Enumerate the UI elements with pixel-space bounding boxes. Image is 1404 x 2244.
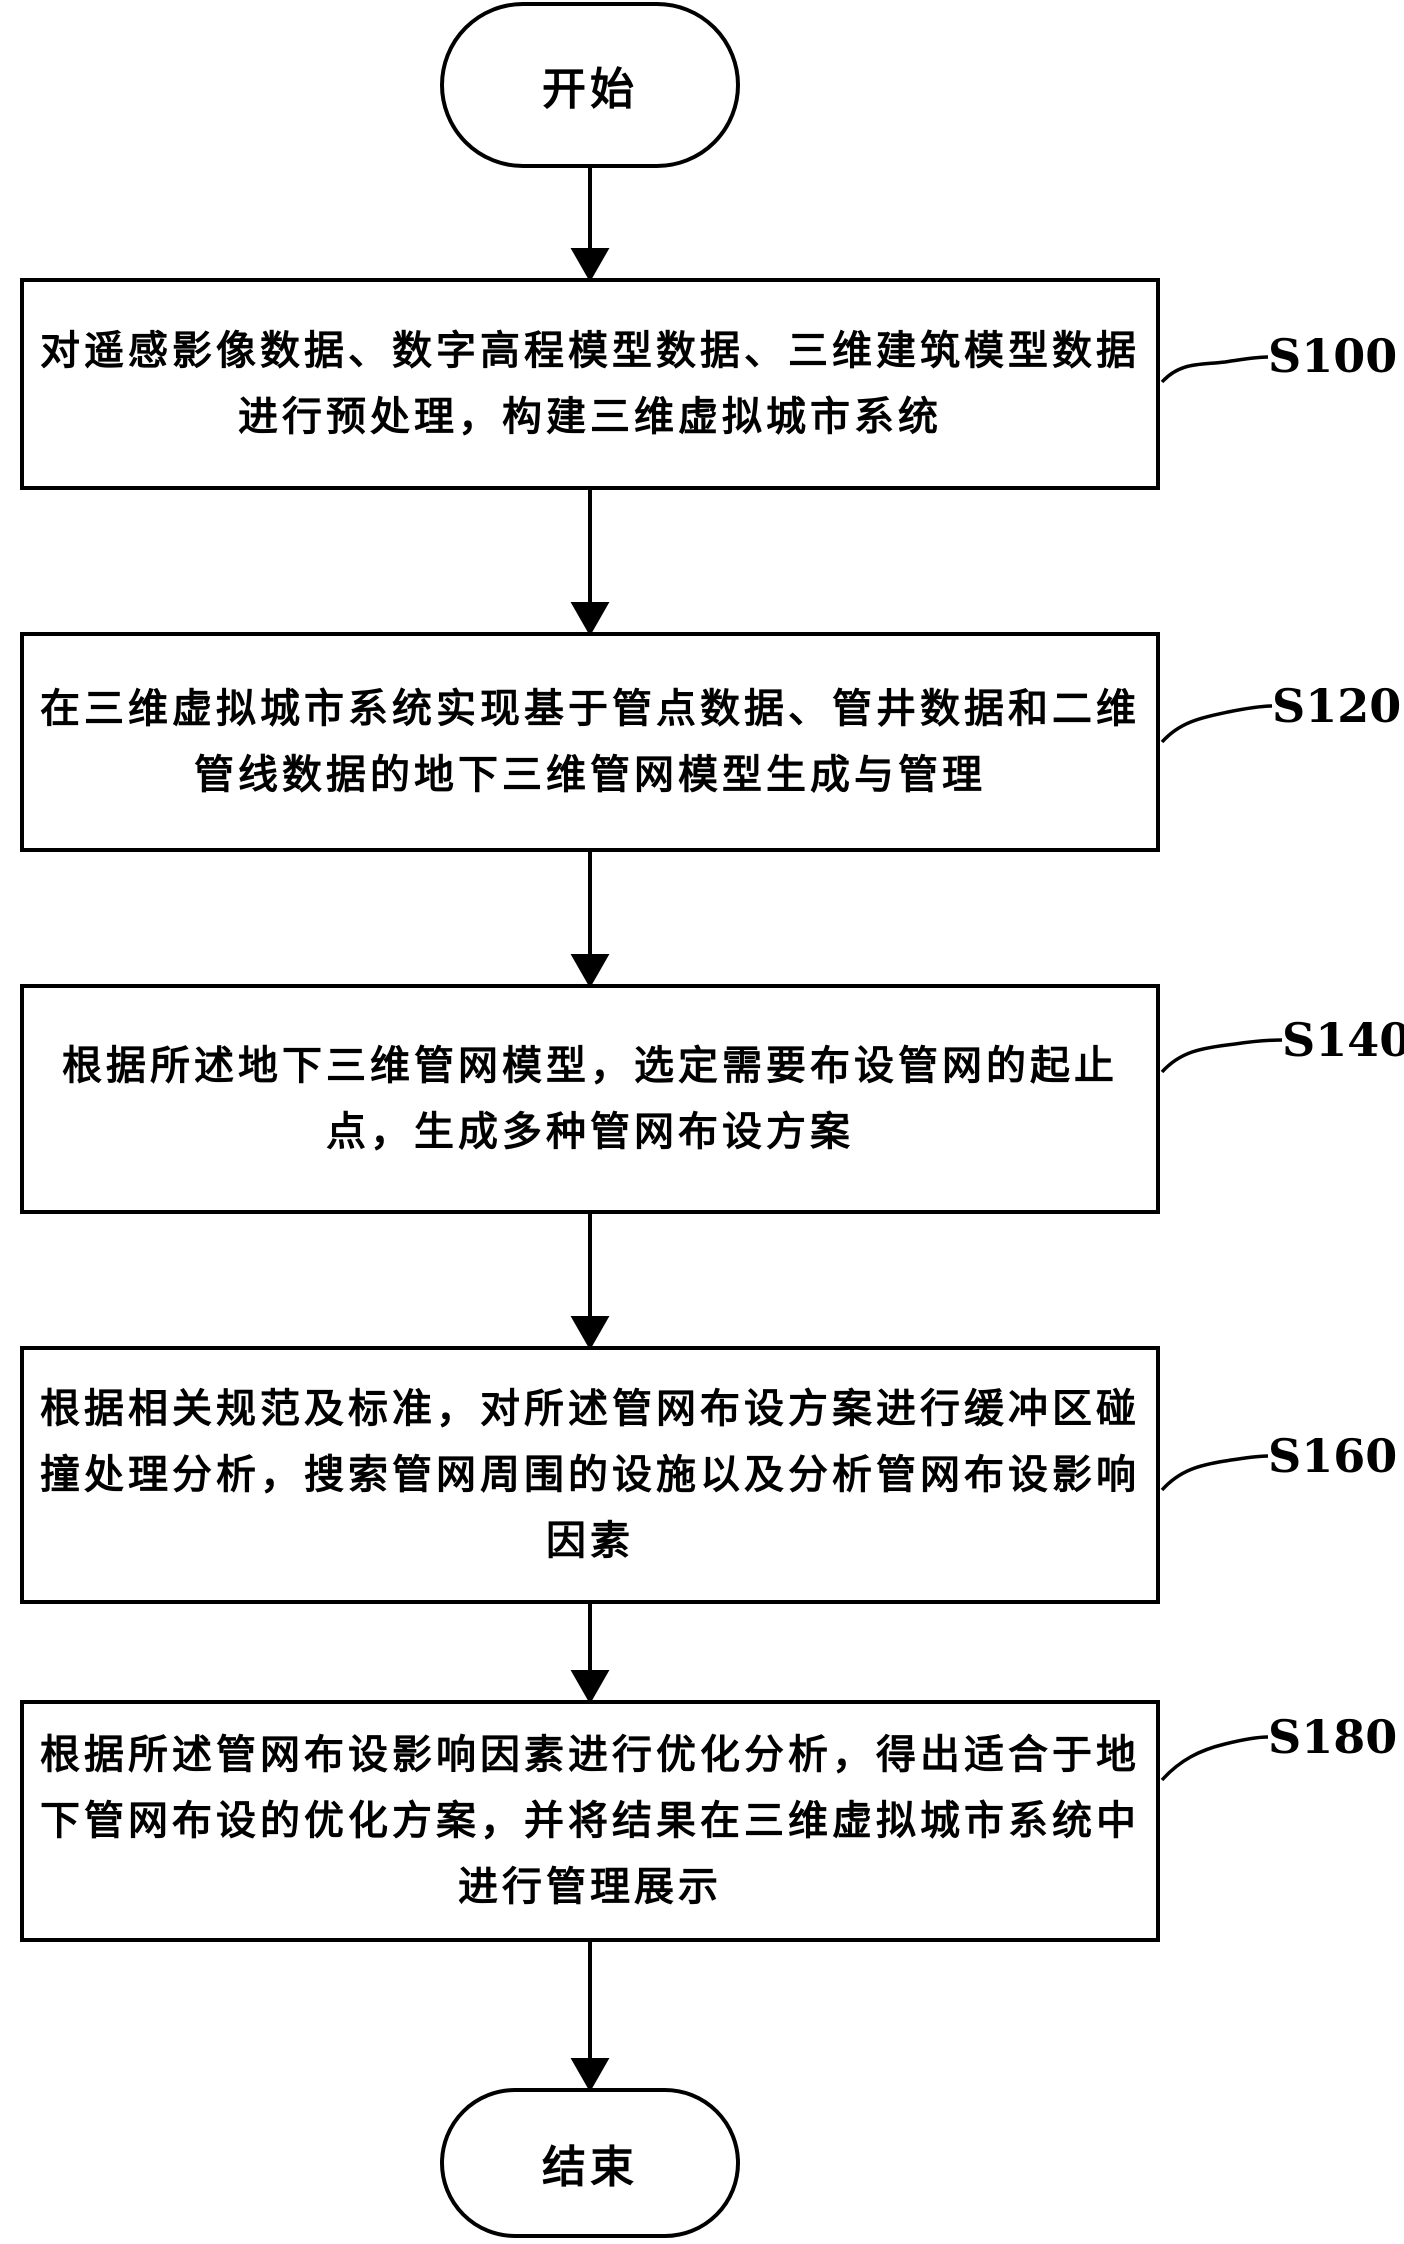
flow-arrows [570, 168, 610, 2093]
step-text-s160: 根据相关规范及标准，对所述管网布设方案进行缓冲区碰撞处理分析，搜索管网周围的设施… [40, 1386, 1140, 1564]
step-label-s100: S100 [1268, 329, 1398, 383]
leader-line-s140 [1160, 1038, 1283, 1074]
step-box-s100: 对遥感影像数据、数字高程模型数据、三维建筑模型数据进行预处理，构建三维虚拟城市系… [20, 278, 1160, 490]
step-label-s180: S180 [1268, 1710, 1398, 1764]
end-label: 结束 [542, 2142, 638, 2193]
start-terminal: 开始 [440, 2, 740, 168]
step-text-s140: 根据所述地下三维管网模型，选定需要布设管网的起止点，生成多种管网布设方案 [62, 1043, 1118, 1155]
end-terminal: 结束 [440, 2088, 740, 2238]
step-box-s160: 根据相关规范及标准，对所述管网布设方案进行缓冲区碰撞处理分析，搜索管网周围的设施… [20, 1346, 1160, 1604]
leader-line-s100 [1160, 355, 1269, 384]
arrowhead-icon [570, 602, 610, 637]
leader-line-s180 [1160, 1735, 1269, 1782]
label-leaders [1160, 355, 1283, 1782]
leader-line-s120 [1160, 704, 1273, 744]
arrowhead-icon [570, 1670, 610, 1705]
step-text-s100: 对遥感影像数据、数字高程模型数据、三维建筑模型数据进行预处理，构建三维虚拟城市系… [40, 328, 1140, 440]
step-text-s180: 根据所述管网布设影响因素进行优化分析，得出适合于地下管网布设的优化方案，并将结果… [40, 1732, 1140, 1910]
step-box-s140: 根据所述地下三维管网模型，选定需要布设管网的起止点，生成多种管网布设方案 [20, 984, 1160, 1214]
start-label: 开始 [542, 64, 638, 115]
step-box-s120: 在三维虚拟城市系统实现基于管点数据、管井数据和二维管线数据的地下三维管网模型生成… [20, 632, 1160, 852]
arrowhead-icon [570, 1316, 610, 1351]
arrowhead-icon [570, 954, 610, 989]
step-box-s180: 根据所述管网布设影响因素进行优化分析，得出适合于地下管网布设的优化方案，并将结果… [20, 1700, 1160, 1942]
step-label-s120: S120 [1272, 679, 1402, 733]
arrowhead-icon [570, 248, 610, 283]
step-label-s160: S160 [1268, 1429, 1398, 1483]
step-label-s140: S140 [1282, 1013, 1404, 1067]
step-text-s120: 在三维虚拟城市系统实现基于管点数据、管井数据和二维管线数据的地下三维管网模型生成… [40, 686, 1140, 798]
leader-line-s160 [1160, 1454, 1269, 1492]
arrowhead-icon [570, 2058, 610, 2093]
